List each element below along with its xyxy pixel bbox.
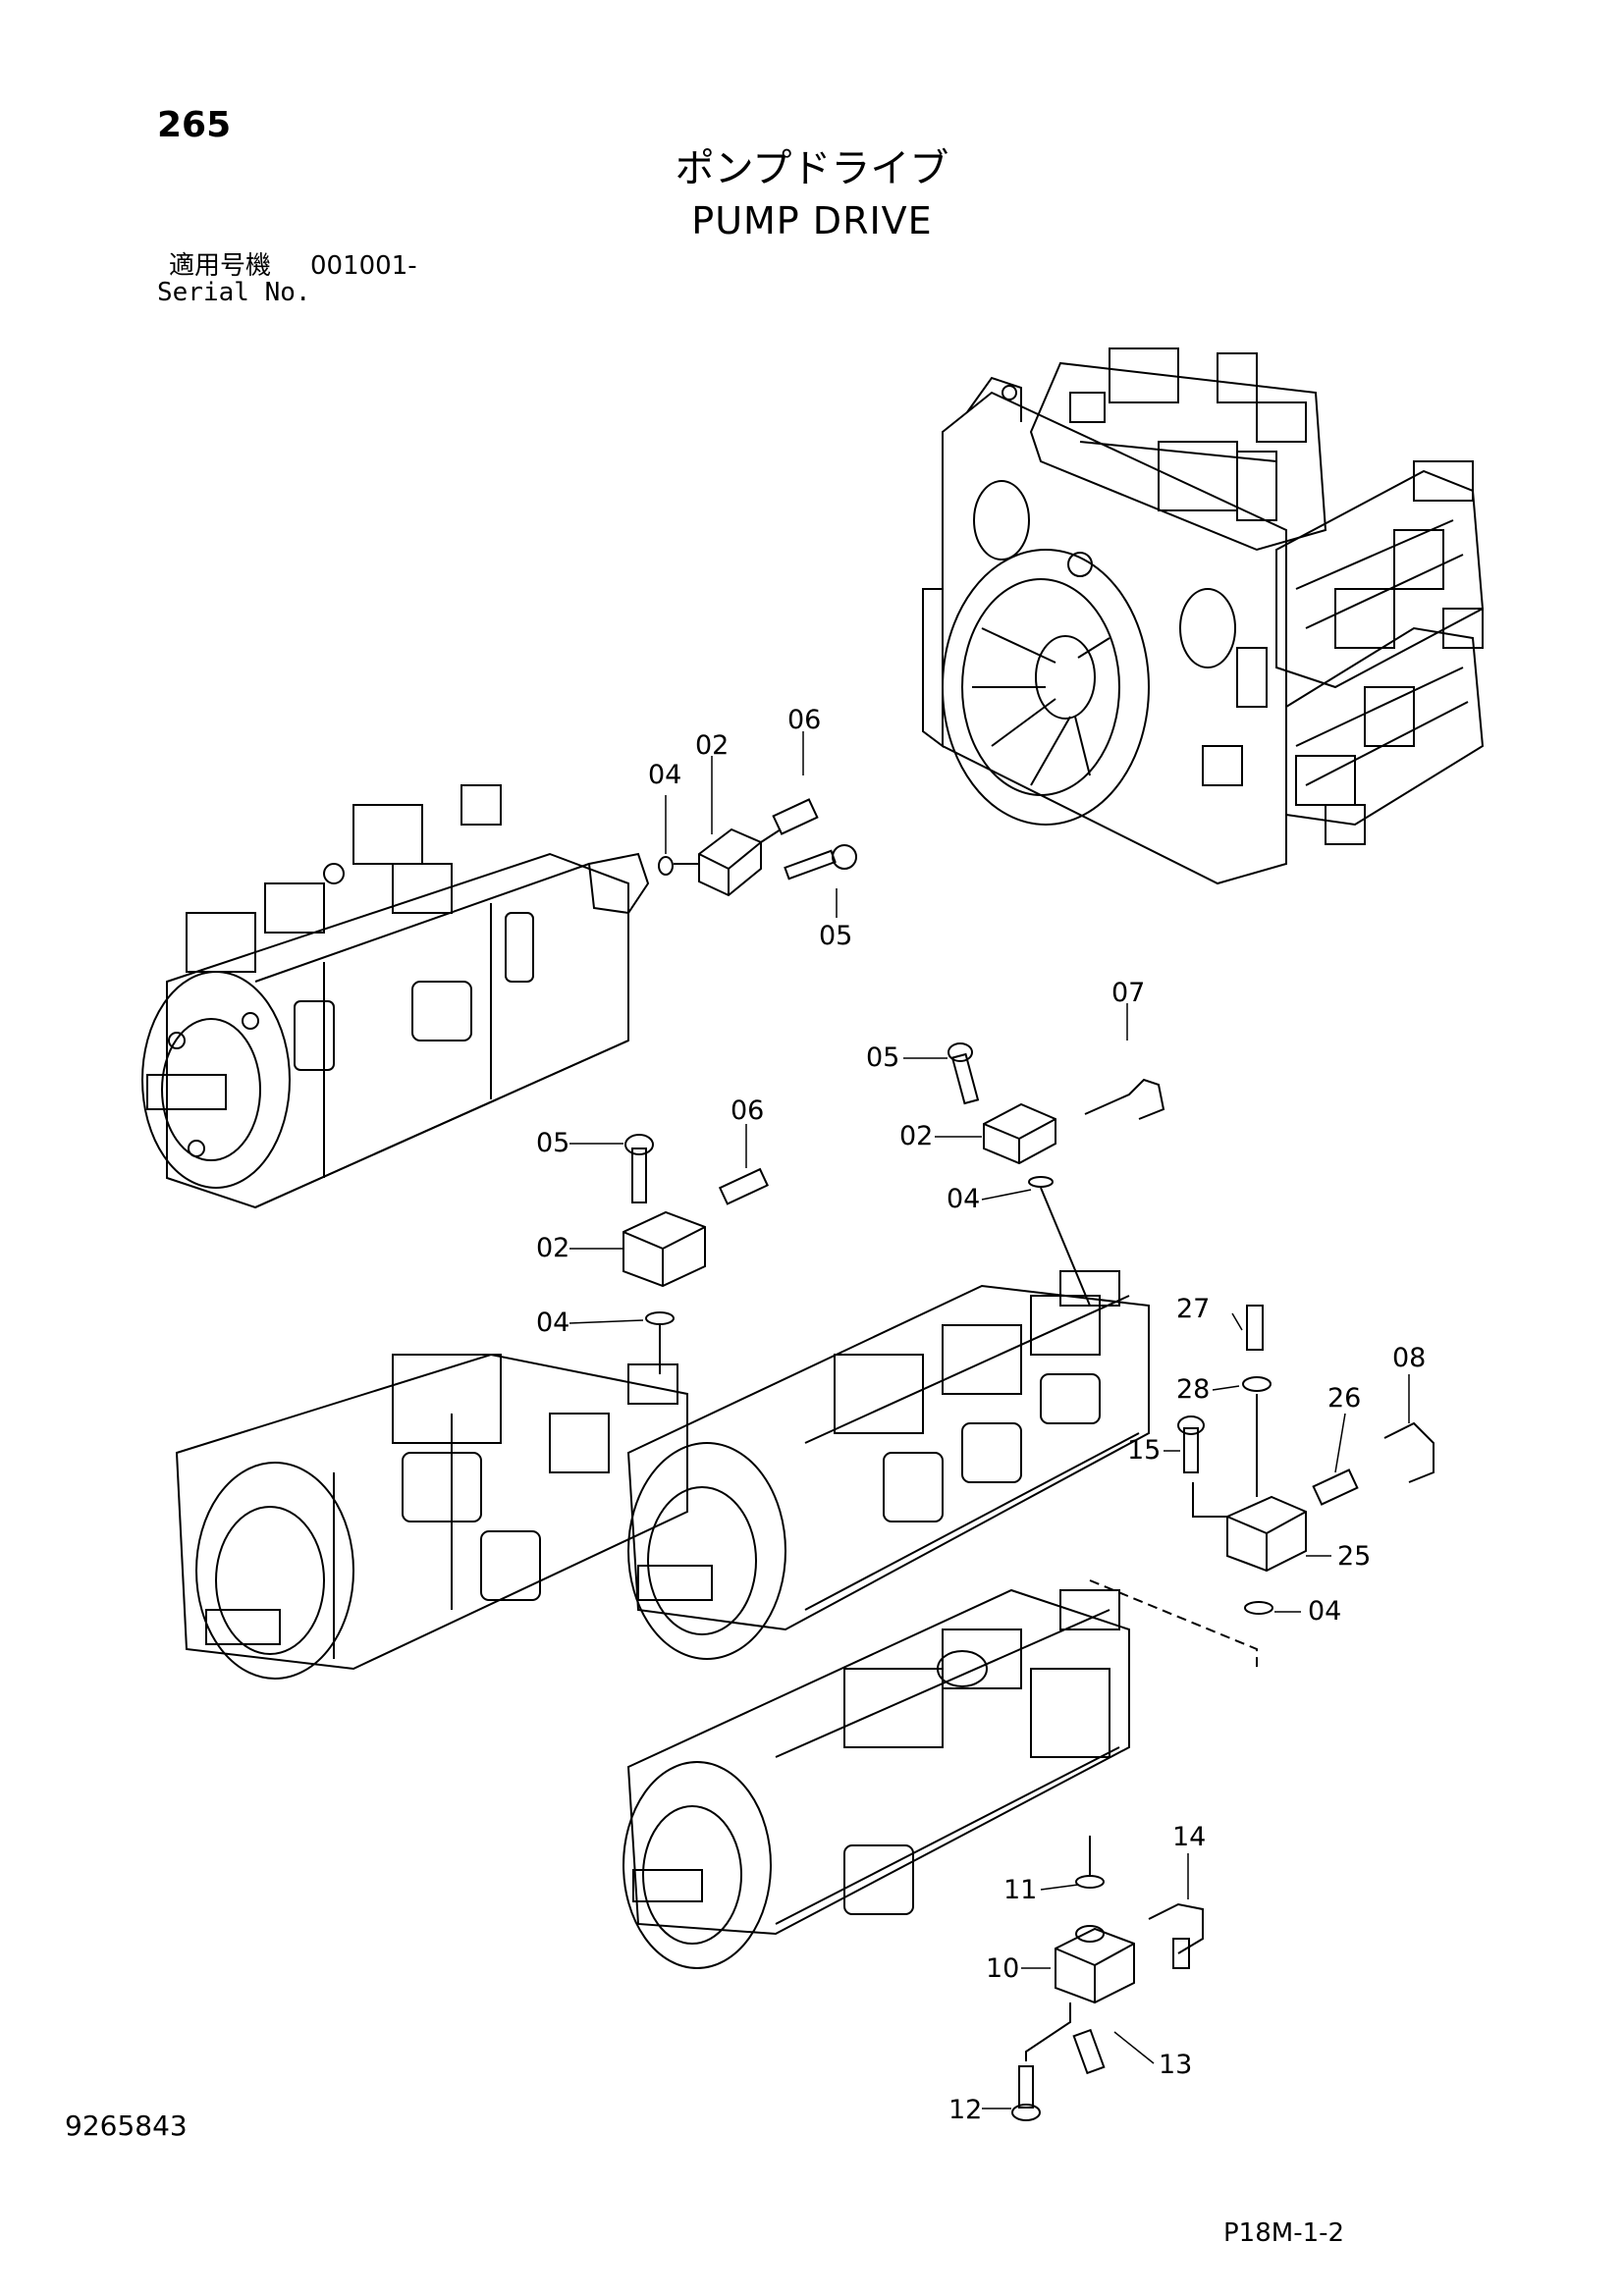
fitting-set-mid-left bbox=[623, 1134, 769, 1374]
fitting-set-bottom bbox=[1011, 1836, 1204, 2121]
page-number: 265 bbox=[157, 105, 232, 145]
callout-05: 05 bbox=[866, 1042, 899, 1073]
fitting-set-right bbox=[1089, 1305, 1435, 1669]
callout-13: 13 bbox=[1159, 2050, 1192, 2080]
callout-04: 04 bbox=[648, 760, 681, 790]
leader-lines bbox=[568, 731, 1410, 2109]
callout-06: 06 bbox=[787, 705, 821, 735]
callout-04: 04 bbox=[1308, 1596, 1341, 1627]
callout-27: 27 bbox=[1176, 1294, 1210, 1324]
engine-bracket-assembly bbox=[922, 347, 1485, 885]
pump-unit-lower bbox=[623, 1588, 1130, 1969]
callout-05: 05 bbox=[819, 921, 852, 951]
callout-25: 25 bbox=[1337, 1541, 1371, 1572]
serial-label-japanese: 適用号機 bbox=[169, 251, 272, 281]
title-english: PUMP DRIVE bbox=[691, 199, 933, 242]
callout-02: 02 bbox=[536, 1233, 569, 1263]
callout-10: 10 bbox=[986, 1953, 1019, 1984]
callout-labels: 06 02 04 05 07 05 02 04 05 06 02 04 27 2… bbox=[536, 705, 1426, 2125]
serial-value: 001001- bbox=[310, 251, 417, 281]
pump-unit-central bbox=[175, 1270, 1150, 1680]
callout-26: 26 bbox=[1327, 1383, 1361, 1414]
document-number: 9265843 bbox=[65, 2109, 188, 2142]
pump-unit-upper bbox=[141, 784, 650, 1209]
callout-15: 15 bbox=[1127, 1435, 1161, 1466]
callout-08: 08 bbox=[1392, 1343, 1426, 1373]
fitting-set-mid-right bbox=[947, 1042, 1165, 1307]
callout-11: 11 bbox=[1003, 1875, 1037, 1905]
callout-28: 28 bbox=[1176, 1374, 1210, 1405]
callout-06: 06 bbox=[731, 1095, 764, 1126]
callout-04: 04 bbox=[536, 1308, 569, 1338]
callout-02: 02 bbox=[899, 1121, 933, 1151]
callout-07: 07 bbox=[1111, 978, 1145, 1008]
callout-02: 02 bbox=[695, 730, 729, 761]
sheet-reference: P18M-1-2 bbox=[1223, 2218, 1345, 2248]
serial-label-english: Serial No. bbox=[157, 278, 311, 307]
callout-14: 14 bbox=[1172, 1822, 1206, 1852]
callout-04: 04 bbox=[947, 1184, 980, 1214]
title-japanese: ポンプドライブ bbox=[675, 146, 949, 191]
callout-12: 12 bbox=[948, 2095, 982, 2125]
callout-05: 05 bbox=[536, 1128, 569, 1158]
fitting-set-upper bbox=[658, 798, 857, 897]
